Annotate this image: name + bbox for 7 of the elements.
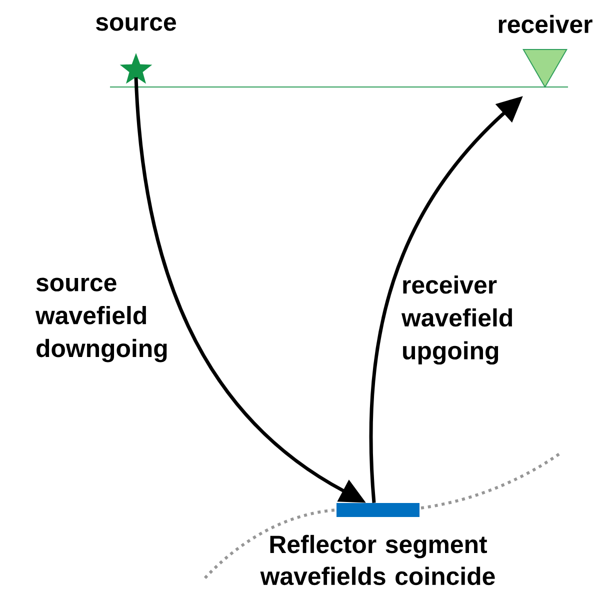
edge-label: receiver wavefield upgoing xyxy=(401,275,512,365)
edge-label: source wavefield downgoing xyxy=(35,278,167,362)
reflector-segment xyxy=(336,503,420,517)
node-label: Reflector segment wavefields coincide xyxy=(260,534,495,586)
node-label: source xyxy=(96,17,176,31)
node-label: receiver xyxy=(498,14,592,34)
source-star xyxy=(120,53,152,84)
